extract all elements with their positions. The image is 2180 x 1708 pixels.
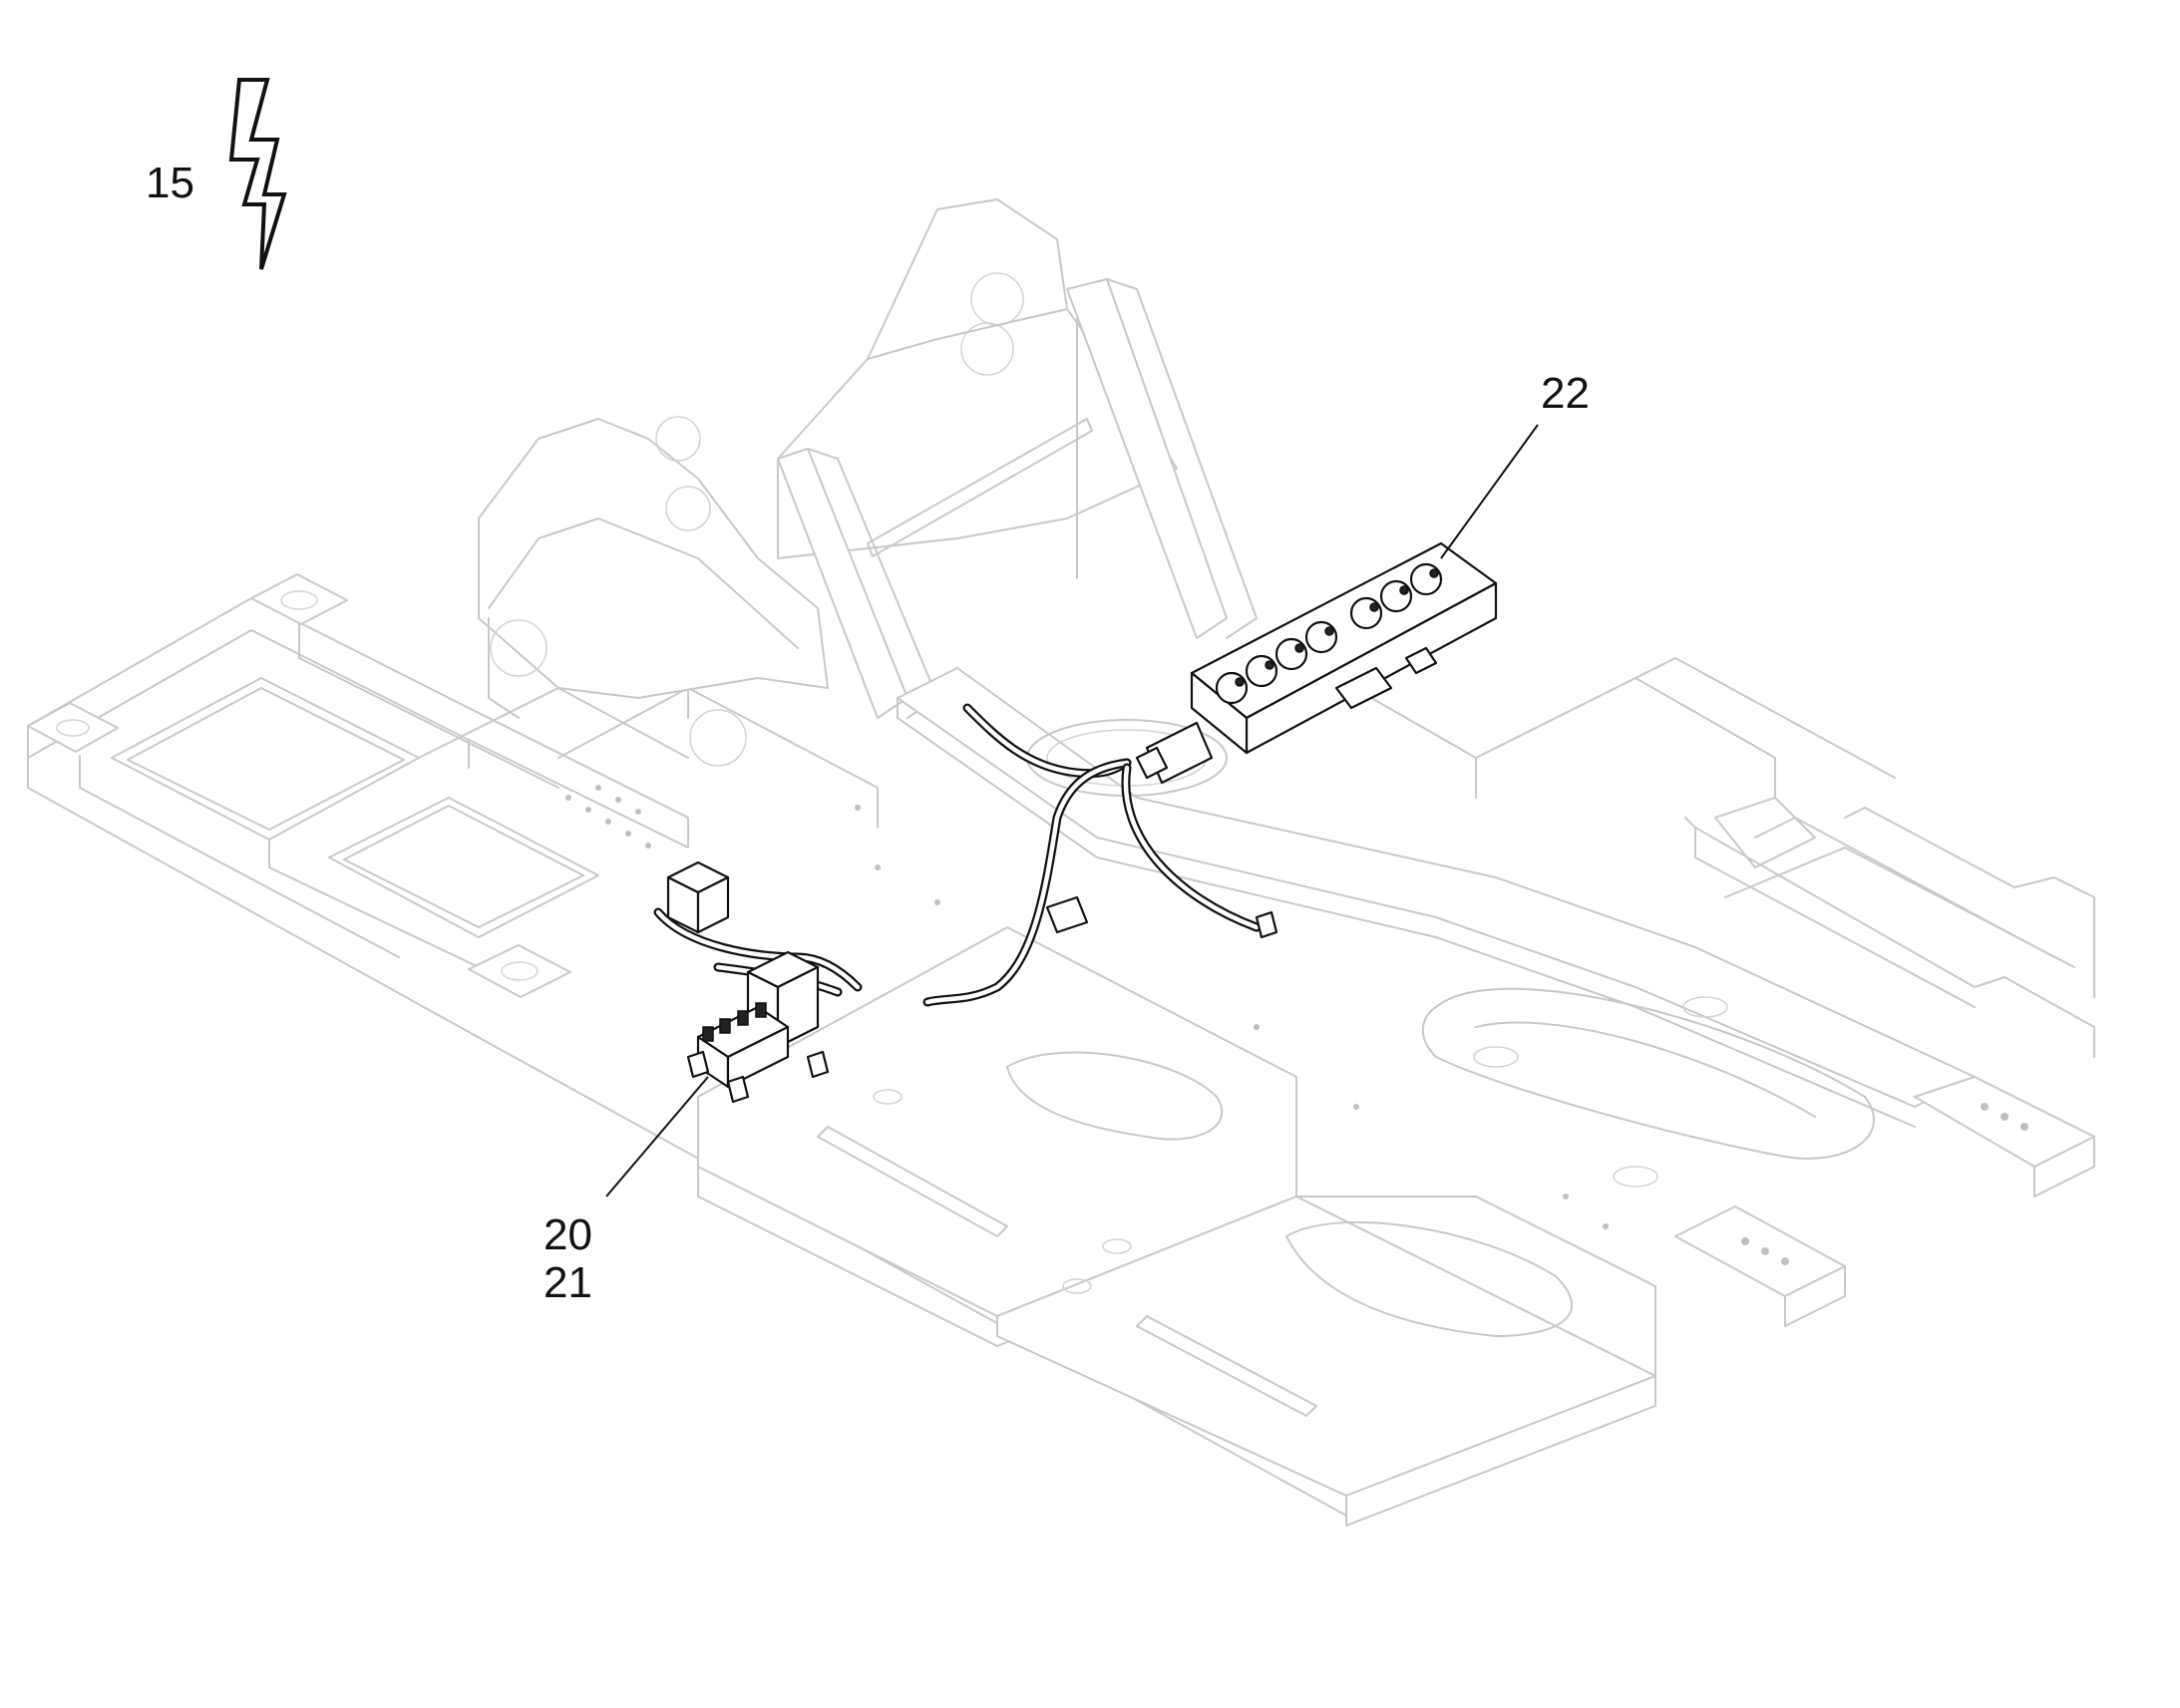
leader-line-22 <box>1440 424 1539 559</box>
callout-20: 20 <box>544 1210 592 1259</box>
front-oval-opening <box>1006 1051 1224 1141</box>
left-mid-pad <box>468 944 571 998</box>
highlighted-components <box>228 78 1539 1197</box>
lightning-bolt-icon <box>228 78 287 270</box>
right-mid-pad <box>1674 1205 1846 1297</box>
leader-line-20-21 <box>605 1076 709 1197</box>
boom-foot-tower <box>478 418 829 699</box>
callout-22: 22 <box>1541 369 1590 418</box>
lower-oval-opening <box>1285 1220 1573 1337</box>
left-rear-pad <box>250 573 348 625</box>
rear-column <box>1066 278 1228 639</box>
component-20-21-valve-block <box>666 860 830 1104</box>
right-front-pad <box>1914 1076 2095 1168</box>
callout-15: 15 <box>146 159 194 207</box>
left-side-beam <box>27 597 689 849</box>
upper-frame <box>27 198 2095 1527</box>
left-front-pad <box>27 702 119 753</box>
callout-21: 21 <box>544 1258 592 1307</box>
right-oval-opening <box>1421 987 1875 1160</box>
hoses-upper <box>922 703 1278 1007</box>
component-22-valve-manifold <box>1145 541 1498 785</box>
